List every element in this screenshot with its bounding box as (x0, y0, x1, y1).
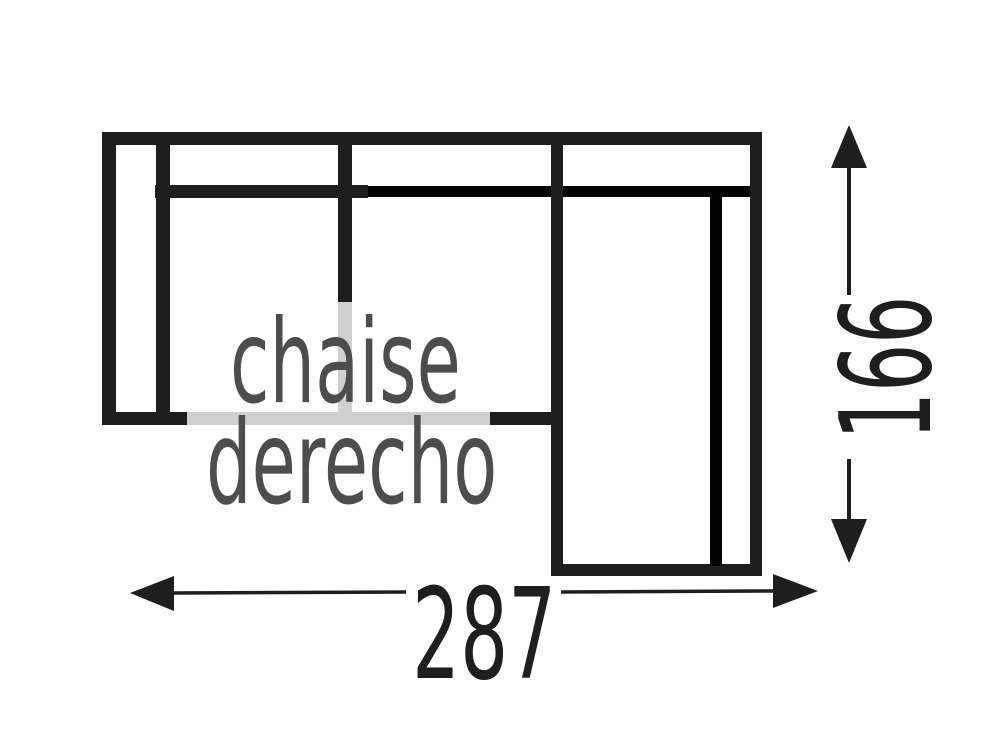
seat-front-right (490, 412, 555, 425)
chaise-right-wall (750, 132, 762, 576)
width-value: 287 (412, 562, 556, 709)
width-dimension: 287 (130, 562, 818, 709)
chaise-label: chaise derecho (206, 294, 497, 531)
seat-front-ghost (187, 412, 490, 425)
arrow-left-icon (130, 576, 174, 611)
arrow-up-icon (831, 125, 867, 168)
label-line-2: derecho (206, 395, 497, 531)
middle-seat-divider (338, 132, 352, 302)
width-line-right (560, 589, 776, 594)
sofa-top-wall (102, 132, 762, 145)
depth-dimension: 166 (814, 125, 961, 563)
label-line-1: chaise (230, 294, 461, 430)
depth-value: 166 (814, 296, 961, 440)
chaise-bottom-wall (551, 564, 762, 576)
left-armrest-divider (156, 132, 170, 425)
chaise-armrest-line (710, 197, 722, 566)
chaise-section (551, 132, 762, 576)
arrow-right-icon (773, 574, 818, 608)
chaise-left-wall (551, 132, 563, 576)
left-armrest-bottom (102, 412, 187, 425)
sofa-left-wall (102, 132, 116, 425)
arrow-down-icon (831, 519, 867, 563)
width-line-left (171, 590, 407, 595)
backrest-line-left (155, 185, 368, 198)
middle-seat-divider-ghost (338, 302, 352, 412)
